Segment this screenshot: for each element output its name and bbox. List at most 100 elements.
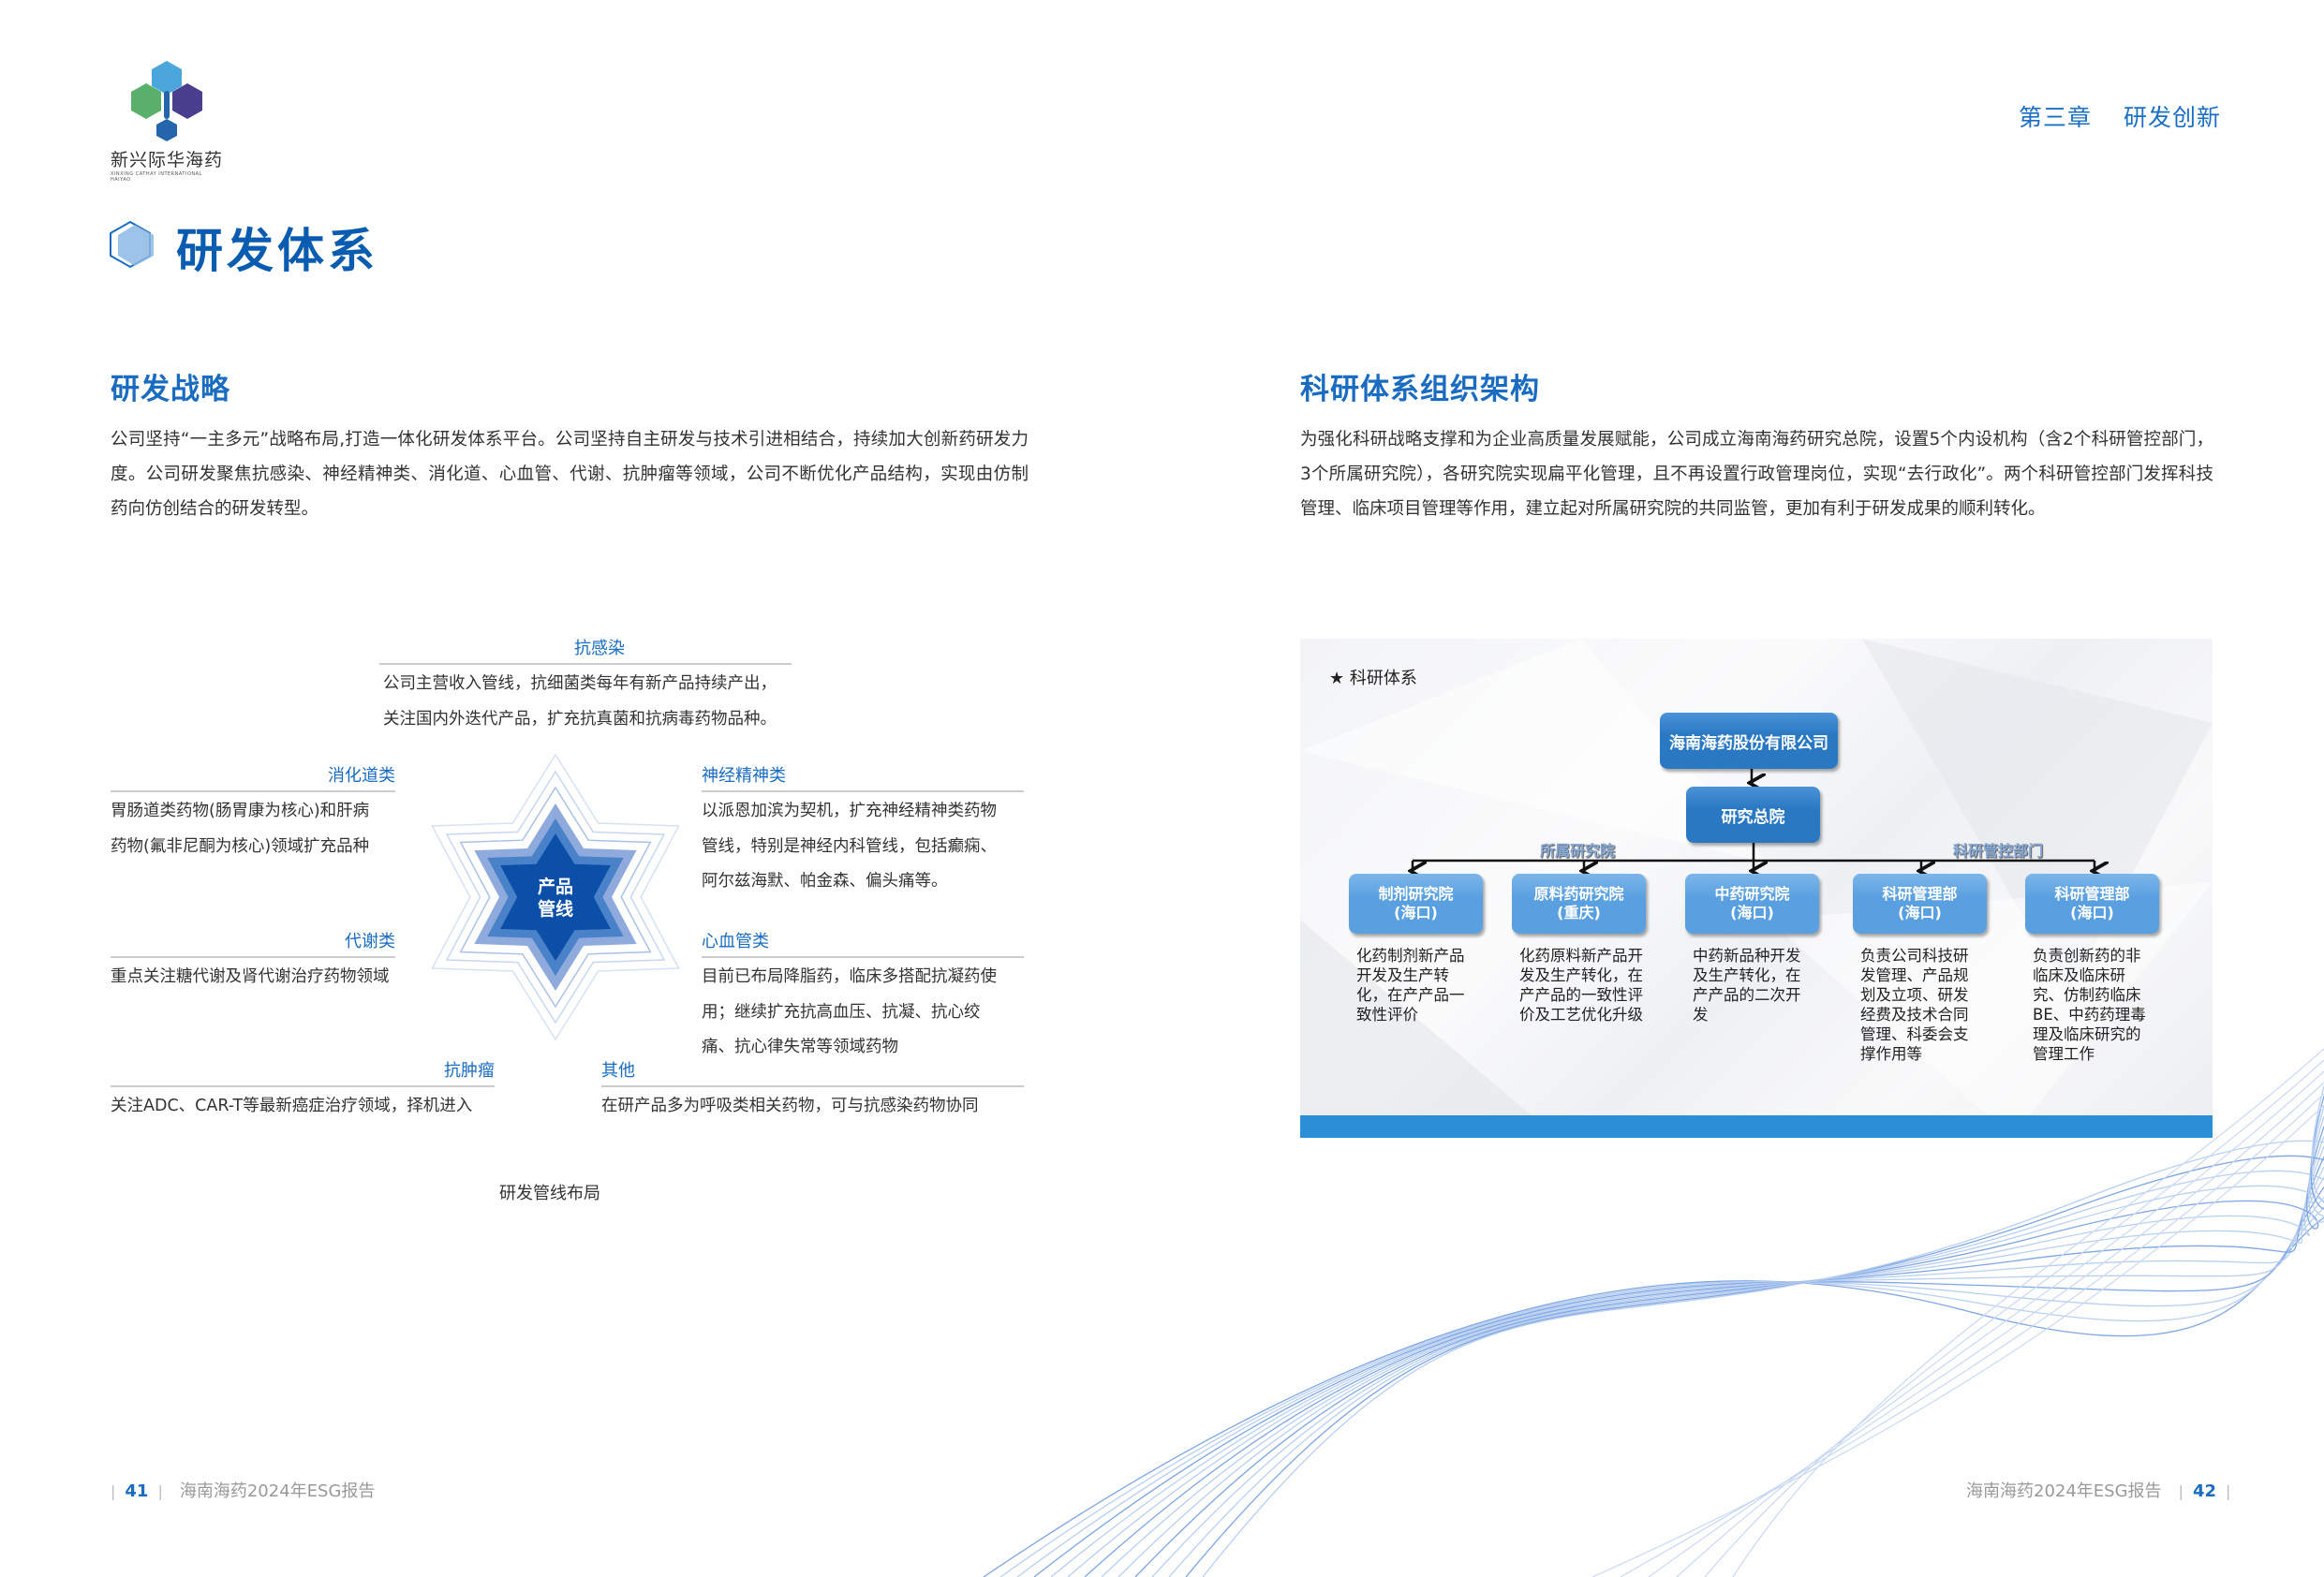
wave-line — [1648, 1082, 2324, 1577]
chapter-number: 第三章 — [2019, 104, 2093, 131]
org-node-unit: 原料药研究院(重庆) — [1512, 874, 1646, 934]
unit-name: 科研管理部 — [1882, 885, 1958, 903]
desc-line: 阿尔兹海默、帕金森、偏头痛等。 — [702, 872, 948, 891]
org-connectors — [1300, 769, 2213, 1138]
org-node-unit: 制剂研究院(海口) — [1349, 874, 1483, 934]
divider — [379, 663, 792, 665]
desc-line: 关注国内外迭代产品，扩充抗真菌和抗病毒药物品种。 — [383, 709, 777, 729]
separator: | — [2226, 1482, 2231, 1500]
unit-location: (海口) — [1394, 904, 1438, 921]
org-chart-label: ★ 科研体系 — [1329, 669, 1417, 688]
category-title: 抗肿瘤 — [444, 1061, 495, 1081]
org-node-hq: 研究总院 — [1686, 787, 1820, 843]
desc-line: 用；继续扩充抗高血压、抗凝、抗心绞 — [702, 1002, 981, 1022]
star-layer — [431, 753, 680, 1041]
wave-line — [1732, 1048, 2324, 1577]
strategy-paragraph: 公司坚持“一主多元”战略布局,打造一体化研发体系平台。公司坚持自主研发与技术引进… — [111, 430, 1029, 519]
category-anti-infection: 抗感染 公司主营收入管线，抗细菌类每年有新产品持续产出， 关注国内外迭代产品，扩… — [379, 635, 792, 737]
org-unit-description: 中药新品种开发及生产转化，在产产品的二次开发 — [1693, 947, 1801, 1024]
org-node-unit: 科研管理部(海口) — [2025, 874, 2159, 934]
category-other: 其他 在研产品多为呼吸类相关药物，可与抗感染药物协同 — [601, 1057, 1024, 1125]
star-center-line2: 管线 — [537, 899, 573, 920]
unit-location: (海口) — [2070, 904, 2114, 921]
wave-line — [1591, 1104, 2324, 1577]
desc-line: 目前已布局降脂药，临床多搭配抗凝药使 — [702, 967, 997, 986]
desc-line: 以派恩加滨为契机，扩充神经精神类药物 — [702, 802, 997, 820]
unit-name: 制剂研究院 — [1378, 885, 1454, 903]
desc-line: 公司主营收入管线，抗细菌类每年有新产品持续产出， — [383, 674, 777, 693]
unit-location: (重庆) — [1557, 904, 1601, 921]
wave-line — [1033, 1186, 2324, 1577]
report-title-left: 海南海药2024年ESG报告 — [179, 1481, 376, 1501]
org-unit-description: 化药制剂新产品开发及生产转化，在产产品一致性评价 — [1356, 947, 1465, 1024]
wave-line — [1101, 1146, 2324, 1577]
page-title: 研发体系 — [176, 224, 378, 278]
page-number-right: 42 — [2192, 1481, 2217, 1501]
logo-name: 新兴际华海药 — [111, 150, 224, 170]
report-title-right: 海南海药2024年ESG报告 — [1966, 1481, 2162, 1501]
org-node-unit: 科研管理部(海口) — [1853, 874, 1987, 934]
pipeline-star-diagram — [431, 753, 680, 1041]
org-node-root: 海南海药股份有限公司 — [1660, 713, 1838, 769]
category-desc: 关注ADC、CAR-T等最新癌症治疗领域，择机进入 — [111, 1089, 495, 1125]
category-desc: 在研产品多为呼吸类相关药物，可与抗感染药物协同 — [601, 1089, 1024, 1125]
wave-line — [1202, 1085, 2324, 1577]
category-desc: 以派恩加滨为契机，扩充神经精神类药物 管线，特别是神经内科管线，包括癫痫、 阿尔… — [702, 794, 1024, 900]
chapter-header: 第三章 研发创新 — [2019, 99, 2221, 133]
org-paragraph: 为强化科研战略支撑和为企业高质量发展赋能，公司成立海南海药研究总院，设置5个内设… — [1300, 430, 2213, 519]
wave-line — [1067, 1166, 2324, 1577]
divider — [702, 956, 1024, 958]
logo: 新兴际华海药 XINXING CATHAY INTERNATIONAL HAIY… — [111, 58, 223, 183]
unit-name: 原料药研究院 — [1533, 885, 1624, 903]
footer-left: | 41 | 海南海药2024年ESG报告 — [111, 1478, 375, 1502]
wave-line — [1118, 1136, 2324, 1577]
divider — [601, 1085, 1024, 1087]
star-layer — [445, 770, 666, 1024]
category-title: 心血管类 — [702, 932, 769, 951]
star-layer — [459, 786, 652, 1009]
wave-line — [1185, 1096, 2324, 1577]
star-center-line1: 产品 — [537, 877, 573, 897]
category-title: 抗感染 — [574, 639, 625, 658]
category-title: 神经精神类 — [702, 766, 786, 786]
wave-line — [999, 1206, 2324, 1577]
wave-line — [1084, 1156, 2324, 1577]
category-metabolic: 代谢类 重点关注糖代谢及肾代谢治疗药物领域 — [111, 928, 395, 995]
category-neuro: 神经精神类 以派恩加滨为契机，扩充神经精神类药物 管线，特别是神经内科管线，包括… — [702, 762, 1024, 900]
category-title: 消化道类 — [328, 766, 395, 786]
divider — [702, 790, 1024, 792]
desc-line: 痛、抗心律失常等领域药物 — [702, 1038, 898, 1056]
strategy-title: 研发战略 — [111, 373, 230, 406]
unit-name: 中药研究院 — [1714, 885, 1790, 903]
org-background-facets — [1300, 639, 2213, 1138]
page-number-left: 41 — [125, 1481, 149, 1501]
star-center-label: 产品 管线 — [499, 876, 612, 921]
wave-line — [1620, 1093, 2324, 1577]
logo-subtitle: XINXING CATHAY INTERNATIONAL HAIYAO — [111, 171, 202, 183]
wave-line — [1704, 1059, 2324, 1577]
chapter-section: 研发创新 — [2124, 104, 2222, 131]
category-desc: 重点关注糖代谢及肾代谢治疗药物领域 — [111, 960, 395, 995]
wave-line — [1134, 1126, 2324, 1577]
wave-line — [1676, 1070, 2324, 1577]
wave-line — [983, 1216, 2324, 1577]
org-node-unit: 中药研究院(海口) — [1685, 874, 1819, 934]
wave-line — [1050, 1176, 2324, 1577]
desc-line: 关注ADC、CAR-T等最新癌症治疗领域，择机进入 — [111, 1097, 473, 1115]
wave-line — [1168, 1106, 2324, 1577]
desc-line: 管线，特别是神经内科管线，包括癫痫、 — [702, 836, 997, 856]
category-desc: 目前已布局降脂药，临床多搭配抗凝药使 用；继续扩充抗高血压、抗凝、抗心绞 痛、抗… — [702, 960, 1024, 1066]
star-layer — [500, 833, 611, 961]
category-title: 其他 — [601, 1061, 635, 1081]
category-digestive: 消化道类 胃肠道类药物(肠胃康为核心)和肝病 药物(氟非尼酮为核心)领域扩充品种 — [111, 762, 395, 864]
unit-location: (海口) — [1730, 904, 1774, 921]
desc-line: 在研产品多为呼吸类相关药物，可与抗感染药物协同 — [601, 1097, 979, 1115]
hexagon-icon — [110, 220, 154, 269]
category-desc: 公司主营收入管线，抗细菌类每年有新产品持续产出， 关注国内外迭代产品，扩充抗真菌… — [379, 667, 792, 737]
unit-name: 科研管理部 — [2054, 885, 2130, 903]
separator: | — [157, 1482, 163, 1500]
org-unit-description: 负责创新药的非临床及临床研究、仿制药临床BE、中药药理毒理及临床研究的管理工作 — [2033, 947, 2146, 1063]
pipeline-caption: 研发管线布局 — [499, 1184, 600, 1203]
org-group-institutes: 所属研究院 — [1540, 842, 1616, 860]
